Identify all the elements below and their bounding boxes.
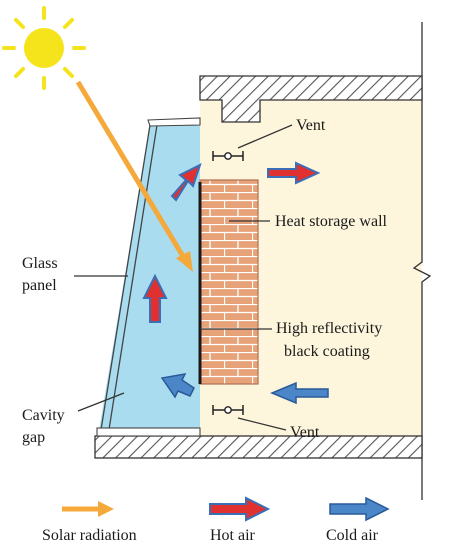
- solar-ray-arrow: [75, 80, 193, 272]
- glass-bottom-frame: [96, 427, 201, 437]
- ceiling-slab: [199, 75, 423, 123]
- glass-outer-edge: [99, 124, 151, 437]
- sun-icon: [2, 6, 86, 90]
- legend: Solar radiation Hot air Cold air: [42, 496, 390, 544]
- glass-inner-edge: [107, 124, 158, 437]
- heat-storage-wall: [199, 179, 259, 385]
- legend-hot-icon: [209, 496, 271, 522]
- label-cavity-line2: gap: [22, 429, 45, 446]
- label-glass-line1: Glass: [22, 255, 58, 272]
- cavity-leader: [77, 392, 125, 412]
- label-vent-bottom: Vent: [290, 424, 320, 441]
- label-coating-line2: black coating: [284, 343, 370, 360]
- glass-top-frame: [147, 117, 201, 127]
- vent-top-icon: [212, 151, 244, 161]
- label-cavity-line1: Cavity: [22, 407, 65, 424]
- label-heat-storage-wall: Heat storage wall: [275, 213, 388, 230]
- label-glass-line2: panel: [22, 277, 57, 294]
- legend-solar-label: Solar radiation: [42, 527, 137, 544]
- legend-cold-label: Cold air: [326, 527, 379, 544]
- cold-air-arrow-left: [270, 381, 329, 405]
- legend-hot-label: Hot air: [210, 527, 256, 544]
- hot-air-arrow-right: [267, 161, 321, 185]
- vent-top-leader: [237, 124, 293, 149]
- legend-cold-icon: [329, 496, 390, 522]
- vent-bottom-leader: [237, 417, 287, 431]
- wall-break-line: [412, 22, 432, 500]
- vent-bottom-icon: [212, 405, 244, 415]
- hot-air-arrow-diagonal: [170, 163, 202, 202]
- floor-slab: [94, 435, 423, 459]
- label-coating-line1: High reflectivity: [276, 320, 382, 337]
- label-vent-top: Vent: [296, 117, 326, 134]
- cold-air-arrow-diagonal: [160, 373, 195, 399]
- cavity-gap-area: [98, 125, 200, 436]
- legend-solar-icon: [62, 501, 114, 517]
- hot-air-arrow-up: [142, 273, 168, 323]
